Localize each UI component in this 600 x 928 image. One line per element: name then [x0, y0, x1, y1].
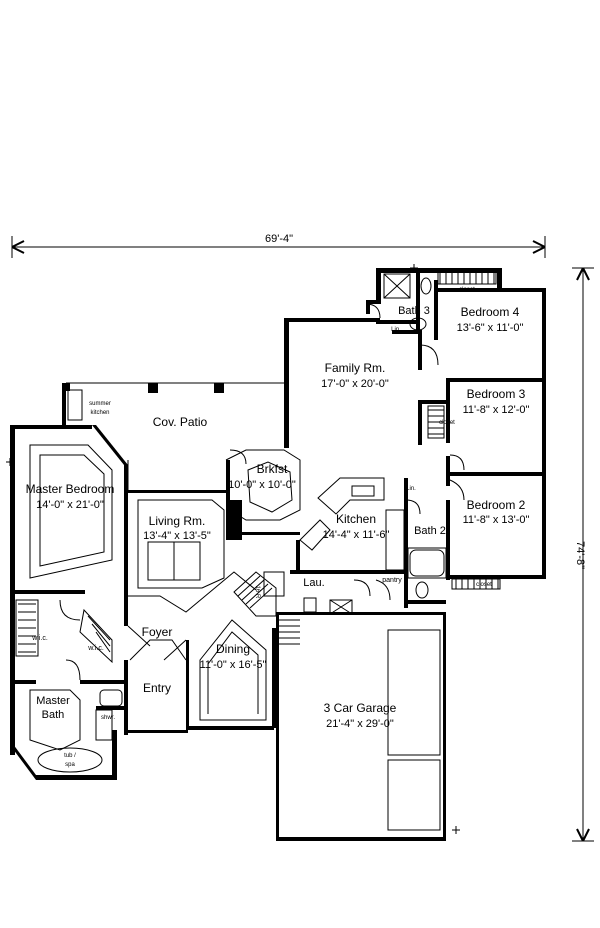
bedroom-3-dims: 11'-8" x 12'-0"	[463, 404, 530, 416]
family-room-dims: 17'-0" x 20'-0"	[321, 378, 389, 390]
master-bedroom-dims: 14'-0" x 21'-0"	[36, 499, 104, 511]
overall-width-label: 69'-4"	[265, 233, 293, 245]
overall-depth-label: 74'-8"	[574, 541, 586, 569]
overall-width-dimension: 69'-4"	[11, 233, 546, 258]
closet-bedroom-2-label: closet	[476, 582, 492, 588]
pantry-name: pantry	[382, 577, 402, 584]
living-room-dims: 13'-4" x 13'-5"	[143, 530, 211, 542]
brkfst-name: Brkfst	[257, 462, 288, 476]
kitchen-name: Kitchen	[336, 512, 376, 526]
linen-bath-2-label: Lin.	[406, 486, 416, 492]
bedroom-2-dims: 11'-8" x 13'-0"	[463, 514, 530, 526]
bedroom-3-name: Bedroom 3	[467, 387, 526, 401]
bedroom-4-name: Bedroom 4	[461, 305, 520, 319]
bedroom-4-dims: 13'-6" x 11'-0"	[457, 322, 524, 334]
dining-dims: 11'-0" x 16'-5"	[200, 659, 267, 671]
wic-left-name: w.i.c.	[31, 635, 48, 642]
garage-dims: 21'-4" x 29'-0"	[326, 718, 394, 730]
overall-depth-dimension: 74'-8"	[572, 267, 594, 842]
bedroom-2-name: Bedroom 2	[467, 498, 526, 512]
master-bath-line1: Master	[36, 695, 70, 707]
laundry-name: Lau.	[303, 577, 324, 589]
stairs	[233, 571, 300, 645]
dining-name: Dining	[216, 642, 250, 656]
closet-bedroom-3-label: closet	[439, 420, 455, 426]
walls	[10, 268, 546, 841]
family-room-name: Family Rm.	[325, 361, 386, 375]
kitchen-dims: 14'-4" x 11'-6"	[323, 529, 390, 541]
shower-name: shwr.	[101, 715, 115, 721]
entry-name: Entry	[143, 681, 171, 695]
markers	[6, 264, 460, 834]
summer-kitchen-line1: summer	[89, 401, 111, 407]
tub-line2: spa	[65, 762, 75, 768]
tub-line1: tub /	[64, 753, 76, 759]
brkfst-dims: 10'-0" x 10'-0"	[228, 479, 296, 491]
bath-3-name: Bath 3	[398, 305, 430, 317]
door-swings	[59, 303, 465, 681]
living-room-name: Living Rm.	[149, 514, 206, 528]
closet-bedroom-4-label: closet	[459, 287, 475, 293]
fixture-labels: closet closet closet Lin. Lin. 16 R	[254, 287, 492, 599]
master-bath-line2: Bath	[42, 709, 65, 721]
linen-bath-3-label: Lin.	[391, 327, 401, 333]
wic-right-name: w.i.c.	[87, 645, 104, 652]
room-labels: Bedroom 4 13'-6" x 11'-0" Bath 3 Family …	[26, 305, 530, 768]
cov-patio-name: Cov. Patio	[153, 415, 208, 429]
master-bedroom-name: Master Bedroom	[26, 482, 115, 496]
interior-details	[15, 271, 501, 831]
summer-kitchen-line2: kitchen	[90, 410, 109, 416]
bath-2-name: Bath 2	[414, 525, 446, 537]
foyer-name: Foyer	[142, 625, 173, 639]
garage-name: 3 Car Garage	[324, 701, 397, 715]
stair-count-label: 16 R	[254, 586, 260, 599]
